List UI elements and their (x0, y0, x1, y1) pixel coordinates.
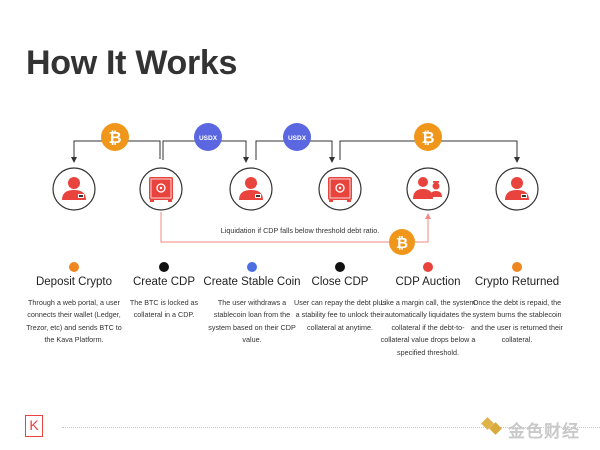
btc-badge-return: ₿ (414, 123, 442, 151)
usdx-badge-1: USDX (194, 123, 222, 151)
user-icon-deposit (52, 167, 96, 211)
step-title-create-cdp: Create CDP (133, 276, 195, 288)
step-dot-returned (512, 262, 522, 272)
liquidation-loop (160, 212, 431, 243)
group-icon-auction (406, 167, 450, 211)
liquidation-label: Liquidation if CDP falls below threshold… (220, 226, 380, 235)
step-desc-deposit: Through a web portal, a user connects th… (26, 298, 122, 345)
step-dot-auction (423, 262, 433, 272)
step-desc-auction: Like a margin call, the system automatic… (380, 298, 476, 357)
step-title-returned: Crypto Returned (474, 276, 560, 288)
btc-badge-deposit: ₿ (101, 123, 129, 151)
watermark-logo-icon (481, 417, 502, 435)
user-icon-stablecoin (229, 167, 273, 211)
user-icon-returned (495, 167, 539, 211)
step-dot-create-cdp (159, 262, 169, 272)
step-title-close-cdp: Close CDP (311, 276, 369, 288)
usdx-badge-2: USDX (283, 123, 311, 151)
step-title-deposit: Deposit Crypto (35, 276, 113, 288)
footer-divider (62, 427, 600, 428)
watermark-text: 金色财经 (508, 422, 580, 441)
step-desc-close-cdp: User can repay the debt plus a stability… (294, 298, 386, 332)
step-dot-stablecoin (247, 262, 257, 272)
step-dot-close-cdp (335, 262, 345, 272)
svg-text:₿: ₿ (396, 234, 408, 252)
step-title-auction: CDP Auction (395, 276, 461, 288)
vault-icon-create-cdp (139, 167, 183, 211)
step-desc-stablecoin: The user withdraws a stablecoin loan fro… (208, 298, 296, 345)
svg-text:₿: ₿ (421, 128, 434, 147)
page-title: How It Works (26, 44, 238, 82)
svg-text:USDX: USDX (288, 135, 307, 142)
svg-text:₿: ₿ (108, 128, 121, 147)
kava-logo: K (25, 415, 43, 437)
step-title-stablecoin: Create Stable Coin (203, 276, 301, 288)
step-desc-create-cdp: The BTC is locked as collateral in a CDP… (129, 298, 199, 320)
vault-icon-close-cdp (318, 167, 362, 211)
svg-text:USDX: USDX (199, 135, 218, 142)
step-desc-returned: Once the debt is repaid, the system burn… (471, 298, 563, 345)
btc-badge-liquidation: ₿ (389, 229, 415, 255)
step-dot-deposit (69, 262, 79, 272)
